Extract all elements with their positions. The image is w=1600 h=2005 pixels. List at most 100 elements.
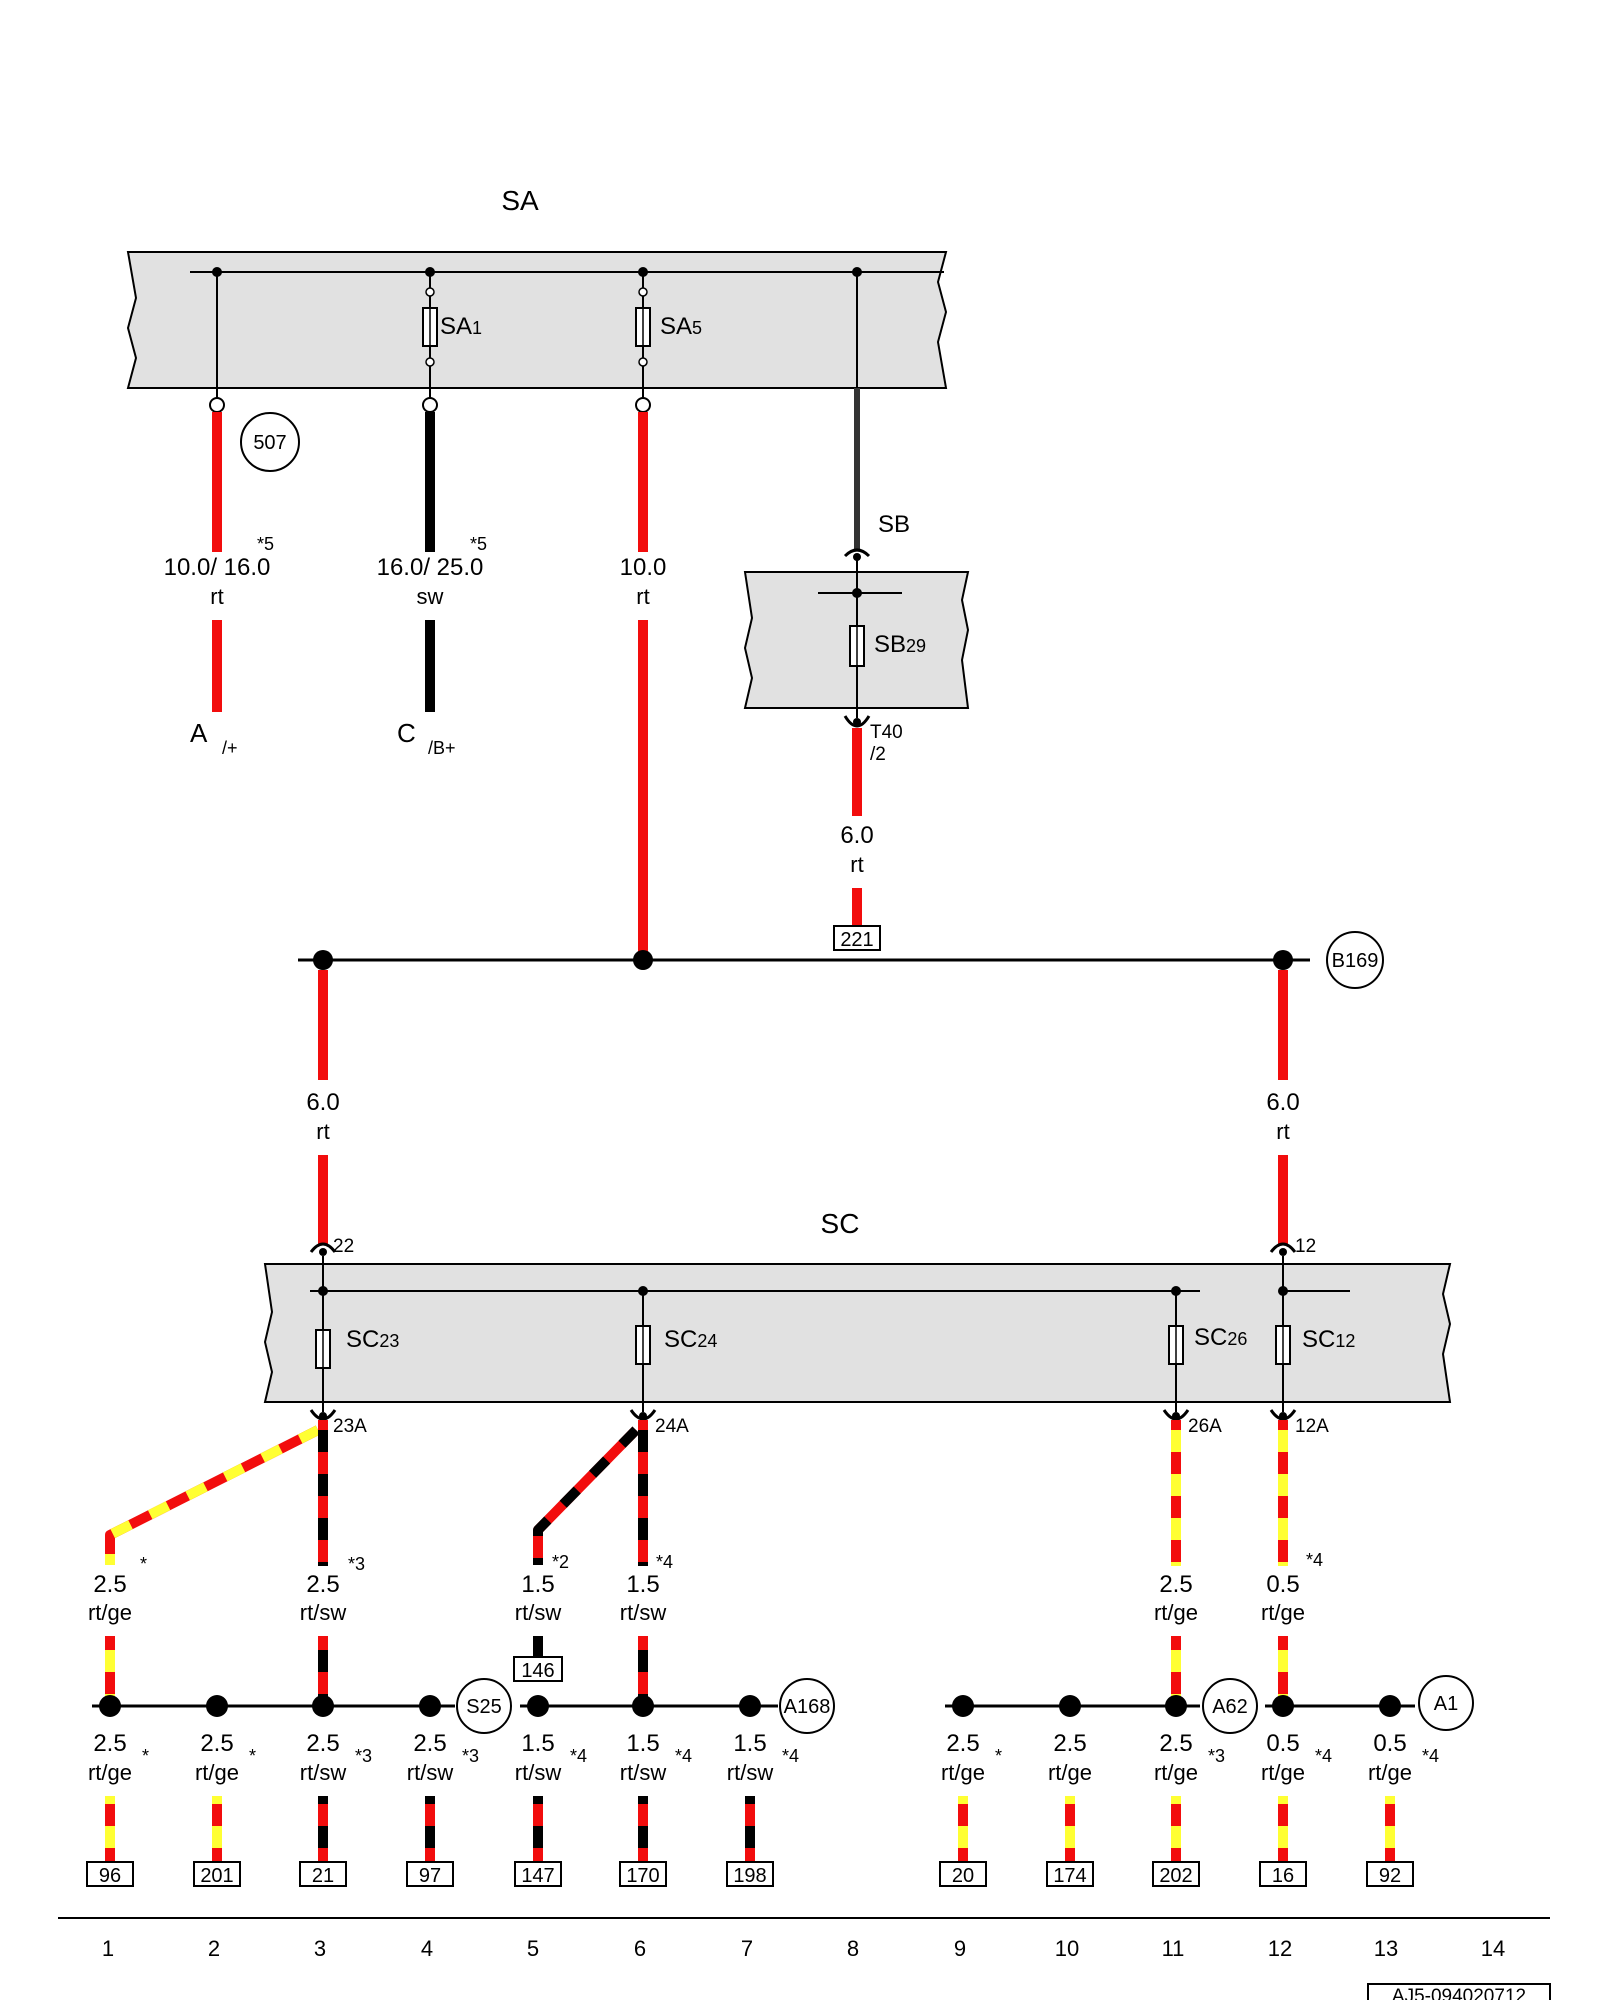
connection-a168-label: A168 bbox=[784, 1696, 831, 1718]
wire-segment bbox=[1278, 1636, 1288, 1706]
bus-node bbox=[739, 1695, 761, 1717]
wire-segment bbox=[1171, 1636, 1181, 1706]
terminal-a-sub: /+ bbox=[222, 738, 238, 758]
branch-note: *4 bbox=[782, 1746, 799, 1766]
ref-label: 16 bbox=[1272, 1865, 1294, 1887]
ref-box bbox=[939, 1861, 987, 1887]
branch-gauge: 2.5 bbox=[200, 1730, 233, 1757]
branch-wire bbox=[638, 1796, 648, 1868]
wire-6-gauge: 6.0 bbox=[1266, 1089, 1299, 1116]
branch-color: rt/ge bbox=[1261, 1760, 1305, 1785]
branch-note: *4 bbox=[1315, 1746, 1332, 1766]
bottom-wire-group: 2.5rt/ge*962.5rt/ge*2012.5rt/sw*3212.5rt… bbox=[86, 1695, 1439, 1887]
wire-4-color: rt bbox=[850, 852, 863, 877]
ref-146-box bbox=[513, 1656, 563, 1682]
column-number: 9 bbox=[954, 1936, 966, 1961]
fuse-sa5-label: SA5 bbox=[660, 313, 702, 340]
wire-7-gauge: 2.5 bbox=[93, 1571, 126, 1598]
bus-node bbox=[1059, 1695, 1081, 1717]
branch-gauge: 2.5 bbox=[1053, 1730, 1086, 1757]
branch-gauge: 2.5 bbox=[946, 1730, 979, 1757]
wire-2-color: sw bbox=[417, 584, 444, 609]
ref-label: 170 bbox=[626, 1865, 659, 1887]
wire-segment bbox=[212, 620, 222, 712]
fuse-sc24-icon bbox=[635, 1325, 651, 1365]
branch-wire bbox=[1065, 1796, 1075, 1868]
connection-507-circle bbox=[240, 412, 300, 472]
branch-gauge: 2.5 bbox=[1159, 1730, 1192, 1757]
ref-label: 198 bbox=[733, 1865, 766, 1887]
branch-color: rt/sw bbox=[407, 1760, 454, 1785]
connection-s25-circle bbox=[456, 1678, 512, 1734]
wire-11-color: rt/ge bbox=[1154, 1600, 1198, 1625]
wire-5-gauge: 6.0 bbox=[306, 1089, 339, 1116]
wire-segment bbox=[533, 1426, 640, 1565]
bus-node bbox=[312, 1695, 334, 1717]
branch-wire bbox=[533, 1796, 543, 1868]
wire-segment bbox=[318, 1155, 328, 1245]
branch-note: *3 bbox=[1208, 1746, 1225, 1766]
ref-221-box bbox=[833, 925, 881, 951]
ref-box bbox=[86, 1861, 134, 1887]
pin-22-label: 22 bbox=[333, 1236, 354, 1257]
column-number: 10 bbox=[1055, 1936, 1079, 1961]
wire-9-color: rt/sw bbox=[515, 1600, 562, 1625]
connection-b169-circle bbox=[1326, 931, 1384, 989]
fuse-sb29-icon bbox=[849, 625, 865, 667]
bus-node bbox=[1165, 1695, 1187, 1717]
branch-note: *4 bbox=[1422, 1746, 1439, 1766]
connection-a62-label: A62 bbox=[1212, 1696, 1248, 1718]
ref-box bbox=[299, 1861, 347, 1887]
column-number: 4 bbox=[421, 1936, 433, 1961]
fuse-sc26-label: SC26 bbox=[1194, 1324, 1247, 1351]
column-number: 11 bbox=[1162, 1936, 1185, 1961]
branch-color: rt/ge bbox=[195, 1760, 239, 1785]
ref-box bbox=[193, 1861, 241, 1887]
wire-8-gauge: 2.5 bbox=[306, 1571, 339, 1598]
ref-label: 21 bbox=[312, 1865, 334, 1887]
branch-gauge: 2.5 bbox=[413, 1730, 446, 1757]
wire-8-note: *3 bbox=[348, 1554, 365, 1574]
connection-s25-label: S25 bbox=[466, 1696, 502, 1718]
ref-box bbox=[726, 1861, 774, 1887]
ref-label: 20 bbox=[952, 1865, 974, 1887]
branch-color: rt/sw bbox=[620, 1760, 667, 1785]
ref-box bbox=[1046, 1861, 1094, 1887]
wire-segment bbox=[638, 1636, 648, 1706]
branch-gauge: 1.5 bbox=[521, 1730, 554, 1757]
bus-node bbox=[206, 1695, 228, 1717]
bus-node bbox=[527, 1695, 549, 1717]
column-number: 7 bbox=[741, 1936, 753, 1961]
module-sc-box bbox=[263, 1263, 1452, 1403]
terminal-c-sub: /B+ bbox=[428, 738, 456, 758]
wire-12-gauge: 0.5 bbox=[1266, 1571, 1299, 1598]
wire-7-color: rt/ge bbox=[88, 1600, 132, 1625]
branch-wire bbox=[745, 1796, 755, 1868]
wire-10-note: *4 bbox=[656, 1552, 673, 1572]
terminal-c-label: C bbox=[397, 718, 416, 748]
wire-segment bbox=[105, 1425, 321, 1565]
pin-12-label: 12 bbox=[1295, 1236, 1316, 1257]
ref-label: 92 bbox=[1379, 1865, 1401, 1887]
fuse-sa5-icon bbox=[635, 287, 651, 367]
wire-segment bbox=[638, 412, 648, 552]
wire-1-gauge: 10.0/ 16.0 bbox=[164, 554, 271, 581]
bus-node bbox=[419, 1695, 441, 1717]
module-sb-label: SB bbox=[878, 511, 910, 538]
wire-segment bbox=[318, 1420, 328, 1566]
ref-box bbox=[1152, 1861, 1200, 1887]
wire-12-color: rt/ge bbox=[1261, 1600, 1305, 1625]
module-sc-label: SC bbox=[821, 1208, 860, 1239]
pin-t40-label: T40 bbox=[870, 722, 903, 743]
branch-note: *4 bbox=[570, 1746, 587, 1766]
branch-note: * bbox=[995, 1746, 1002, 1766]
wire-segment bbox=[1278, 970, 1288, 1080]
pin-23a-label: 23A bbox=[333, 1416, 367, 1437]
connection-b169-label: B169 bbox=[1332, 950, 1379, 972]
ref-146-label: 146 bbox=[521, 1660, 554, 1682]
ref-label: 147 bbox=[521, 1865, 554, 1887]
wire-segment bbox=[1171, 1420, 1181, 1566]
column-number: 5 bbox=[527, 1936, 539, 1961]
ref-221-label: 221 bbox=[840, 929, 873, 951]
